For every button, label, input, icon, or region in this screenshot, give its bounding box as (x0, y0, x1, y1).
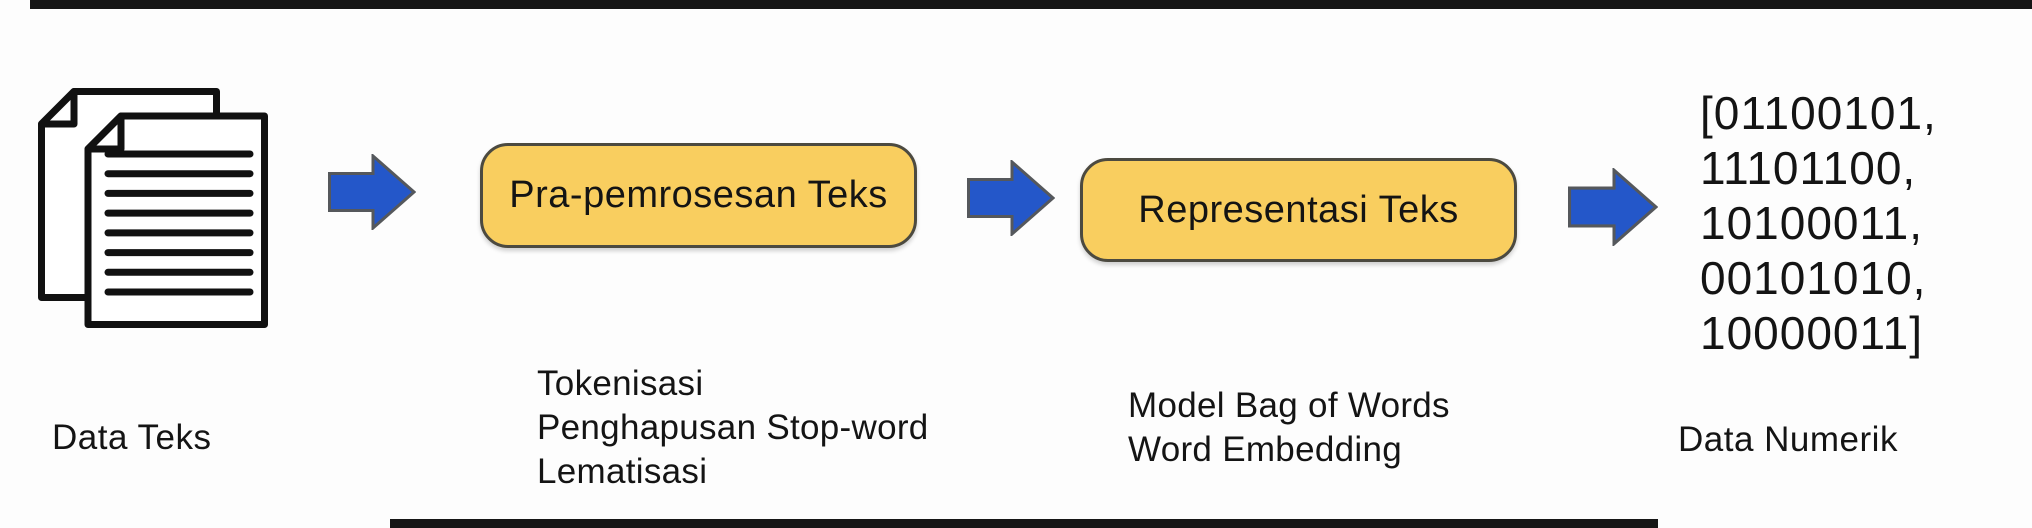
representation-box: Representasi Teks (1080, 158, 1517, 262)
preprocessing-details: Tokenisasi Penghapusan Stop-word Lematis… (537, 362, 929, 494)
binary-line: 11101100, (1700, 142, 1917, 194)
binary-line: 00101010, (1700, 252, 1927, 304)
bottom-border-bar (390, 519, 1658, 528)
flow-arrow-icon (967, 160, 1055, 236)
top-border-bar (30, 0, 2032, 9)
detail-line: Lematisasi (537, 452, 708, 491)
representation-box-label: Representasi Teks (1138, 188, 1459, 231)
detail-line: Model Bag of Words (1128, 386, 1450, 425)
flow-arrow-icon (328, 154, 416, 230)
flow-arrow-icon (1568, 168, 1658, 246)
documents-icon (38, 88, 268, 328)
detail-line: Tokenisasi (537, 364, 704, 403)
preprocessing-box: Pra-pemrosesan Teks (480, 143, 917, 248)
representation-details: Model Bag of Words Word Embedding (1128, 384, 1450, 472)
detail-line: Word Embedding (1128, 430, 1402, 469)
preprocessing-box-label: Pra-pemrosesan Teks (509, 174, 888, 216)
binary-vector: [01100101, 11101100, 10100011, 00101010,… (1700, 86, 1937, 361)
binary-line: 10000011] (1700, 307, 1924, 359)
output-label: Data Numerik (1678, 420, 1898, 459)
input-label: Data Teks (52, 418, 212, 457)
binary-line: 10100011, (1700, 197, 1924, 249)
detail-line: Penghapusan Stop-word (537, 408, 929, 447)
binary-line: [01100101, (1700, 87, 1937, 139)
